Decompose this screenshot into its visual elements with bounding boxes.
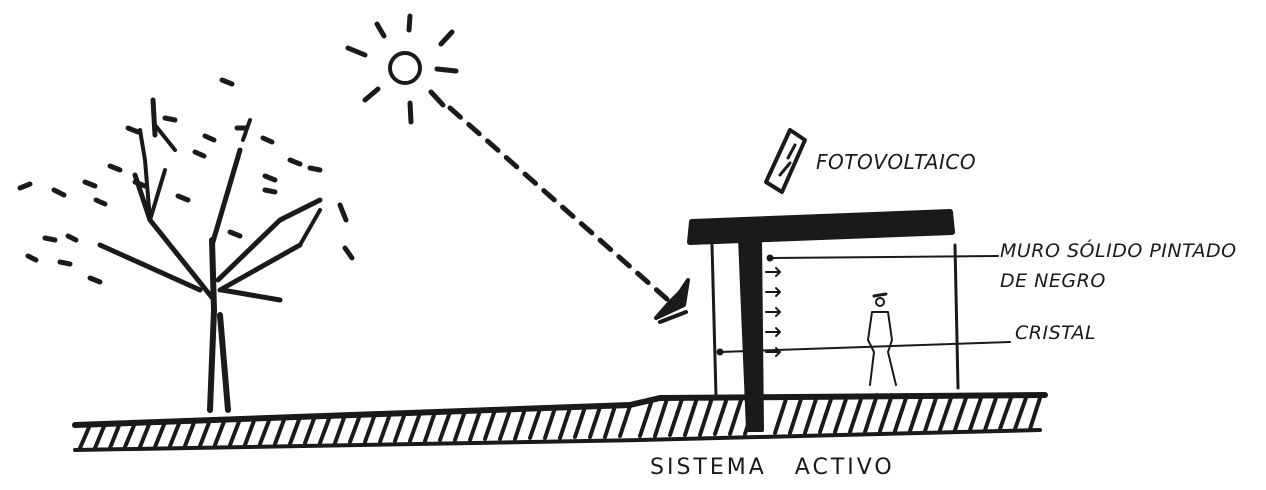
sun-icon <box>345 13 459 125</box>
solar-panel-icon <box>764 128 807 194</box>
tree-icon <box>17 77 355 413</box>
wall-label: MURO SÓLIDO PINTADO DE NEGRO <box>1000 236 1237 296</box>
caption-word-active: ACTIVO <box>794 455 895 480</box>
building-section <box>687 209 960 432</box>
sun-ray-line <box>447 105 671 303</box>
ground-hatching <box>72 392 1048 452</box>
solar-collector-icon <box>654 278 690 324</box>
glass-label: CRISTAL <box>1015 322 1097 344</box>
caption: SISTEMA ACTIVO <box>650 455 895 480</box>
caption-word-system: SISTEMA <box>650 455 767 480</box>
photovoltaic-label: FOTOVOLTAICO <box>816 150 977 174</box>
person-icon <box>867 292 897 386</box>
wall-label-line1: MURO SÓLIDO PINTADO <box>1000 240 1237 262</box>
leader-lines <box>716 254 1011 356</box>
wall-label-line2: DE NEGRO <box>1000 270 1106 292</box>
